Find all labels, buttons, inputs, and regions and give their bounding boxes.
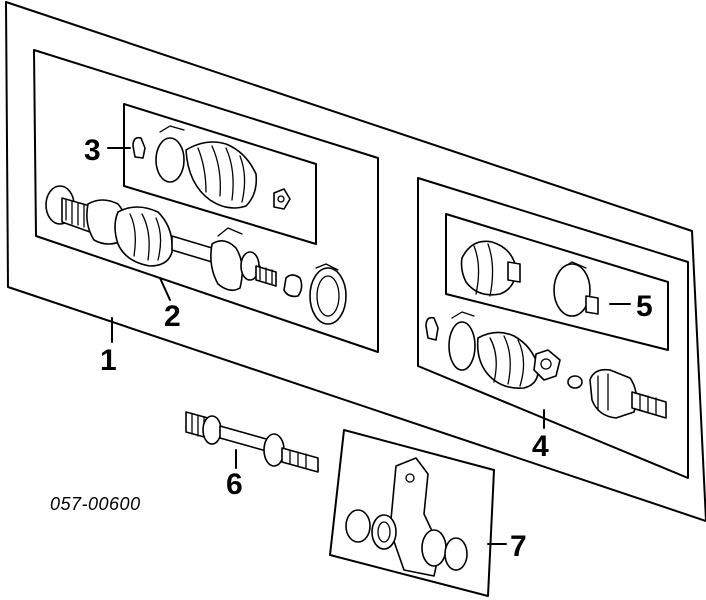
inner-boot-on-shaft (210, 240, 244, 292)
leader-2 (159, 277, 171, 301)
retaining-ring (283, 274, 303, 298)
axle-bar (171, 235, 213, 263)
panel-outboard-joint (33, 49, 379, 353)
panel-inboard-joint (417, 177, 689, 479)
intermediate-shaft (185, 411, 319, 473)
inner-clip (425, 316, 439, 341)
circlip (444, 537, 468, 571)
inner-boot (460, 240, 517, 296)
inner-clamp (448, 321, 476, 371)
callout-4: 4 (532, 430, 549, 463)
inboard-boot (476, 331, 540, 389)
tripod-spider (533, 349, 561, 381)
small-clip (132, 136, 146, 159)
inner-boot-kit-parts (460, 240, 599, 317)
inboard-housing (589, 368, 638, 419)
panel-axle-assembly (5, 1, 706, 522)
dust-seal (345, 509, 371, 543)
inner-boot-clamp (553, 263, 591, 317)
hex-nut (273, 188, 291, 210)
panel-inner-boot-kit (445, 213, 669, 351)
bearing-ring (421, 529, 447, 567)
callout-1: 1 (100, 344, 117, 377)
panel-bearing-bracket (329, 429, 495, 597)
inboard-stub-spline (631, 391, 667, 419)
snap-ring (567, 375, 583, 389)
boot-clamp-large (309, 267, 347, 325)
callout-5: 5 (636, 290, 653, 323)
callout-7: 7 (510, 530, 527, 563)
shaft-collar (240, 251, 260, 281)
bearing-bracket-parts (345, 457, 468, 577)
callout-2: 2 (164, 300, 181, 333)
outboard-shaft-parts (45, 185, 347, 325)
boot-outer (185, 141, 258, 209)
boot-clamp-small (155, 137, 185, 183)
bearing (371, 514, 397, 550)
part-code-label: 057-00600 (50, 494, 141, 514)
outer-boot-kit-parts (132, 125, 291, 210)
panel-outer-boot-kit (123, 103, 317, 245)
callout-3: 3 (84, 134, 101, 167)
inboard-joint-parts (425, 311, 667, 419)
callout-6: 6 (226, 468, 243, 501)
